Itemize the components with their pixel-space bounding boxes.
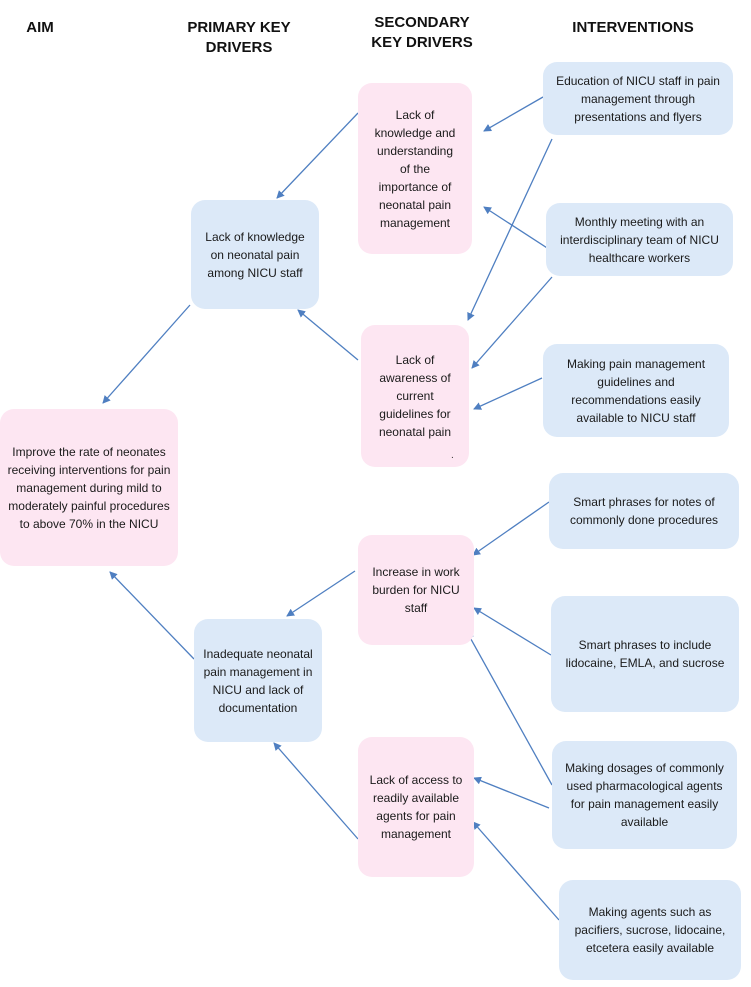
arrow-int3-to-sec2 [473, 377, 543, 410]
arrow-int2-to-sec1 [483, 206, 559, 256]
intervention-guidelines-available: Making pain management guidelines and re… [543, 344, 729, 437]
arrow-prim2-to-aim [109, 571, 195, 660]
aim-box: Improve the rate of neonates receiving i… [0, 409, 178, 566]
intervention-agents-available: Making agents such as pacifiers, sucrose… [559, 880, 741, 980]
arrow-int7-to-sec4 [472, 821, 560, 921]
arrow-sec1-to-prim1 [276, 112, 359, 199]
arrow-sec2-to-prim1 [297, 309, 359, 361]
arrow-int6-to-sec3 [466, 631, 553, 786]
header-interventions: INTERVENTIONS [572, 19, 694, 36]
arrow-int1-to-sec1 [483, 96, 544, 132]
intervention-education: Education of NICU staff in pain manageme… [543, 62, 733, 135]
secondary-driver-lack-of-access: Lack of access to readily available agen… [358, 737, 474, 877]
primary-driver-inadequate-management: Inadequate neonatal pain management in N… [194, 619, 322, 742]
arrow-int5-to-sec3 [473, 607, 552, 656]
header-aim: AIM [26, 19, 54, 36]
arrow-int4-to-sec3 [472, 501, 550, 556]
primary-driver-knowledge: Lack of knowledge on neonatal pain among… [191, 200, 319, 309]
header-secondary-key-drivers: SECONDARY KEY DRIVERS [371, 14, 473, 51]
arrow-prim1-to-aim [102, 304, 191, 404]
intervention-smart-phrases-notes: Smart phrases for notes of commonly done… [549, 473, 739, 549]
arrow-int1-to-sec2 [467, 138, 553, 321]
intervention-dosages-available: Making dosages of commonly used pharmaco… [552, 741, 737, 849]
arrow-int6-to-sec4 [473, 776, 550, 809]
secondary-driver-lack-of-understanding: Lack of knowledge and understanding of t… [358, 83, 472, 254]
arrow-int2-to-sec2 [471, 276, 553, 369]
header-primary-key-drivers: PRIMARY KEY DRIVERS [187, 19, 291, 56]
intervention-monthly-meeting: Monthly meeting with an interdisciplinar… [546, 203, 733, 276]
stray-mark: . [451, 450, 454, 461]
secondary-driver-lack-of-awareness: Lack of awareness of current guidelines … [361, 325, 469, 467]
arrow-sec3-to-prim2 [286, 570, 356, 617]
secondary-driver-work-burden: Increase in work burden for NICU staff [358, 535, 474, 645]
arrow-sec4-to-prim2 [273, 742, 359, 840]
intervention-smart-phrases-agents: Smart phrases to include lidocaine, EMLA… [551, 596, 739, 712]
